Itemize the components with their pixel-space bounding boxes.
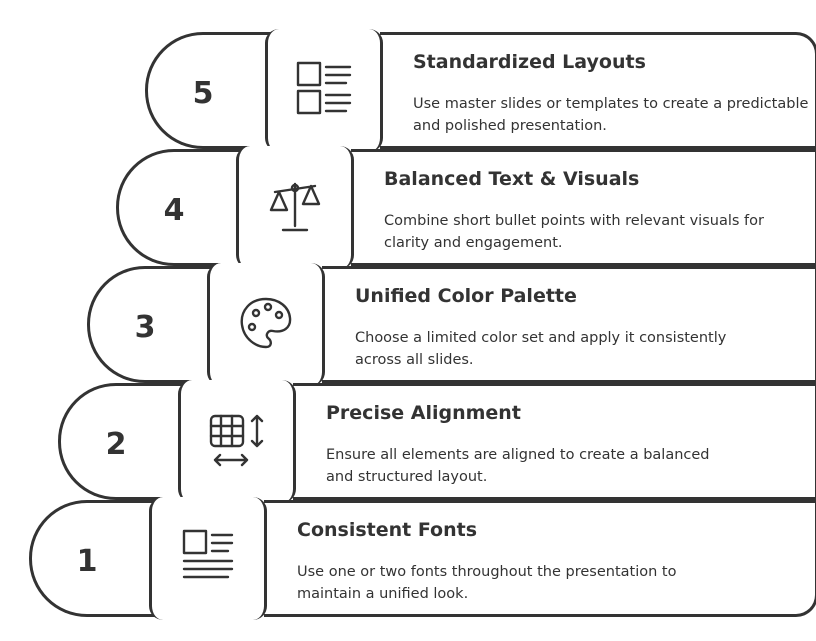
step-text-box: Precise Alignment Ensure all elements ar… <box>293 383 816 500</box>
step-text-box: Consistent Fonts Use one or two fonts th… <box>264 500 816 617</box>
step-number: 5 <box>192 76 214 111</box>
document-text-icon <box>176 525 240 593</box>
step-icon-column <box>207 263 325 386</box>
step-3: 3 Unified Color Palette Choose a limited … <box>87 263 816 386</box>
balance-scale-icon <box>263 174 327 242</box>
step-number: 3 <box>134 310 156 345</box>
layout-icon <box>292 57 356 125</box>
step-title: Consistent Fonts <box>297 519 478 541</box>
step-text-box: Balanced Text & Visuals Combine short bu… <box>351 149 816 266</box>
step-icon-column <box>236 146 354 269</box>
step-number: 4 <box>163 193 185 228</box>
step-icon-column <box>149 497 267 620</box>
step-icon-column <box>265 29 383 152</box>
step-2: 2 Precise Alignment Ensure all elements a… <box>58 380 816 503</box>
step-5: 5 Standardized Layouts Use master slides … <box>145 29 816 152</box>
step-1: 1 Consistent Fonts Use one or two fonts t… <box>29 497 816 620</box>
step-description: Ensure all elements are aligned to creat… <box>326 447 710 485</box>
step-number: 2 <box>105 427 127 462</box>
step-title: Precise Alignment <box>326 402 521 424</box>
step-number: 1 <box>76 544 98 579</box>
step-icon-column <box>178 380 296 503</box>
step-description: Use one or two fonts throughout the pres… <box>297 564 677 602</box>
step-text-box: Standardized Layouts Use master slides o… <box>380 32 816 149</box>
step-title: Unified Color Palette <box>355 285 577 307</box>
step-title: Balanced Text & Visuals <box>384 168 640 190</box>
step-description: Choose a limited color set and apply it … <box>355 330 727 368</box>
step-description: Use master slides or templates to create… <box>413 96 809 134</box>
step-4: 4 Balanced Text & Visuals Combine short b… <box>116 146 816 269</box>
palette-icon <box>234 291 298 359</box>
alignment-grid-icon <box>205 408 269 476</box>
step-description: Combine short bullet points with relevan… <box>384 213 764 251</box>
step-title: Standardized Layouts <box>413 51 646 73</box>
step-text-box: Unified Color Palette Choose a limited c… <box>322 266 816 383</box>
